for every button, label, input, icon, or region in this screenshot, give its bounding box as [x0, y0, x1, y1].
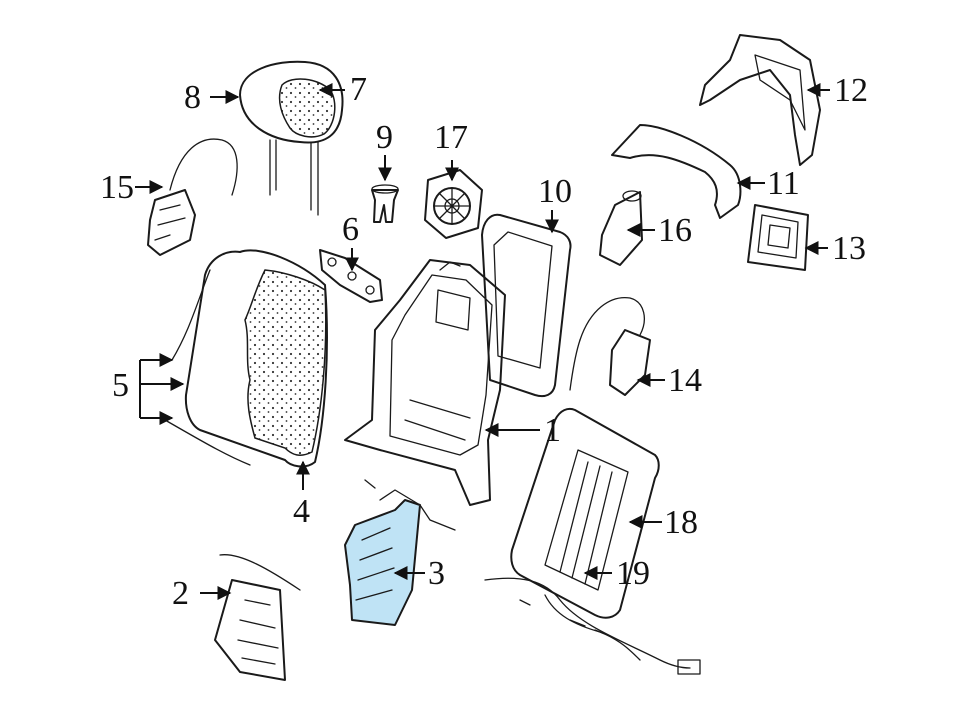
cushion-4: [184, 249, 328, 468]
callout-2: 2: [172, 575, 189, 612]
callout-5: 5: [112, 367, 129, 404]
callout-labels: 1 2 3 4 5 6 7 8 9 10 11 12 13 14 15 16 1…: [100, 71, 868, 612]
frame-1: [344, 259, 506, 506]
callout-13: 13: [832, 230, 866, 267]
callout-15: 15: [100, 169, 134, 206]
callout-8: 8: [184, 79, 201, 116]
lumbar-3-highlighted: [344, 479, 456, 626]
callout-14: 14: [668, 362, 702, 399]
callout-9: 9: [376, 119, 393, 156]
back-panel-10: [481, 213, 572, 398]
callout-18: 18: [664, 504, 698, 541]
callout-3: 3: [428, 555, 445, 592]
callout-17: 17: [434, 119, 468, 156]
clip-9: [371, 184, 399, 223]
callout-6: 6: [342, 211, 359, 248]
harness-19: [484, 577, 701, 675]
trim-11: [611, 124, 742, 219]
leader-lines: [135, 83, 830, 600]
wires-5: [164, 269, 251, 466]
motor-15: [147, 138, 238, 256]
motor-16: [599, 190, 643, 266]
bracket-2: [214, 554, 301, 681]
callout-4: 4: [293, 493, 310, 530]
callout-1: 1: [544, 412, 561, 449]
motor-14: [569, 297, 651, 396]
callout-19: 19: [616, 555, 650, 592]
callout-16: 16: [658, 212, 692, 249]
headrest: [239, 60, 344, 216]
callout-12: 12: [834, 72, 868, 109]
trim-12: [699, 34, 821, 166]
callout-11: 11: [767, 165, 800, 202]
callout-7: 7: [350, 71, 367, 108]
callout-10: 10: [538, 173, 572, 210]
fan-17: [424, 169, 483, 239]
pad-18: [510, 407, 660, 619]
module-13: [747, 204, 809, 271]
